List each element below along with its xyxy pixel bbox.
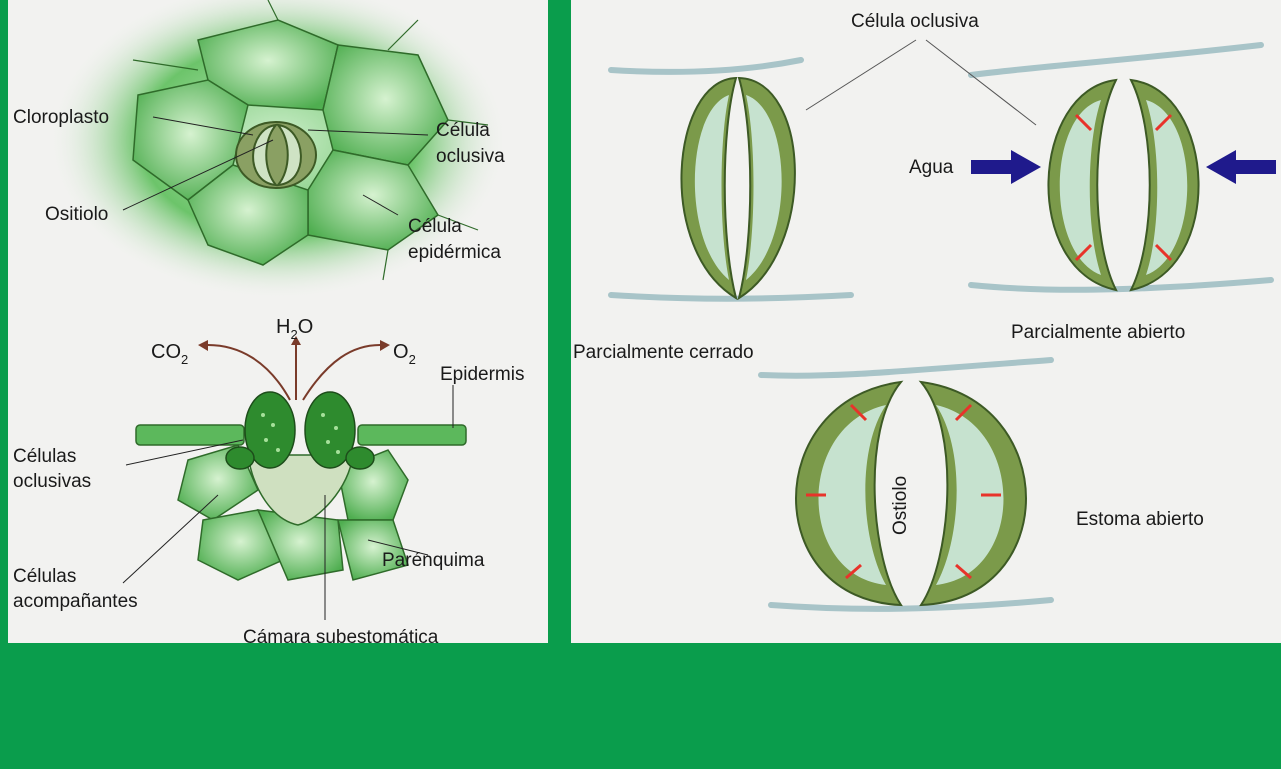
label-estoma-abierto: Estoma abierto: [1076, 509, 1204, 530]
label-parenquima: Parénquima: [382, 550, 485, 571]
epidermis-cell: [358, 425, 466, 445]
label-celula-oclusiva: Célula oclusiva: [851, 11, 979, 32]
label-cloroplasto: Cloroplasto: [13, 107, 109, 128]
label-ostiolo: Ostiolo: [890, 476, 911, 535]
stoma-states-diagram: Célula oclusiva Agua Parcialmente cerrad…: [571, 0, 1281, 643]
label-agua: Agua: [909, 157, 954, 178]
left-diagram-panel: Cloroplasto Célula oclusiva Ositiolo Cél…: [8, 0, 548, 643]
label-celula-epidermica-line2: epidérmica: [408, 242, 501, 263]
stoma-partially-open: [971, 80, 1276, 290]
o2-arrow: [303, 345, 380, 400]
stoma-surface: [236, 122, 316, 188]
label-celulas-acompanantes-line2: acompañantes: [13, 591, 138, 612]
leaf-epidermis-diagram: Cloroplasto Célula oclusiva Ositiolo Cél…: [8, 0, 548, 643]
label-ositiolo: Ositiolo: [45, 204, 108, 225]
label-epidermis: Epidermis: [440, 364, 524, 385]
label-celula-oclusiva-line2: oclusiva: [436, 146, 505, 167]
epidermis-cell: [136, 425, 244, 445]
label-celula-oclusiva-line1: Célula: [436, 120, 490, 141]
stoma-partially-closed: [681, 78, 794, 298]
label-celula-epidermica-line1: Célula: [408, 216, 462, 237]
label-celulas-oclusivas-line2: oclusivas: [13, 471, 91, 492]
stoma-cross-section: CO2 H2O O2: [13, 316, 524, 643]
label-h2o: H2O: [276, 316, 313, 342]
label-camara-subestomatica: Cámara subestomática: [243, 627, 439, 643]
co2-arrow: [208, 345, 290, 400]
water-arrows: [971, 150, 1276, 184]
label-parcialmente-abierto: Parcialmente abierto: [1011, 322, 1185, 343]
epidermis-surface-view: Cloroplasto Célula oclusiva Ositiolo Cél…: [13, 0, 508, 300]
label-parcialmente-cerrado: Parcialmente cerrado: [573, 342, 754, 363]
label-o2: O2: [393, 341, 416, 367]
right-diagram-panel: Célula oclusiva Agua Parcialmente cerrad…: [571, 0, 1281, 643]
label-celulas-oclusivas-line1: Células: [13, 446, 76, 467]
label-co2: CO2: [151, 341, 188, 367]
stoma-open: [796, 382, 1026, 605]
label-celulas-acompanantes-line1: Células: [13, 566, 76, 587]
